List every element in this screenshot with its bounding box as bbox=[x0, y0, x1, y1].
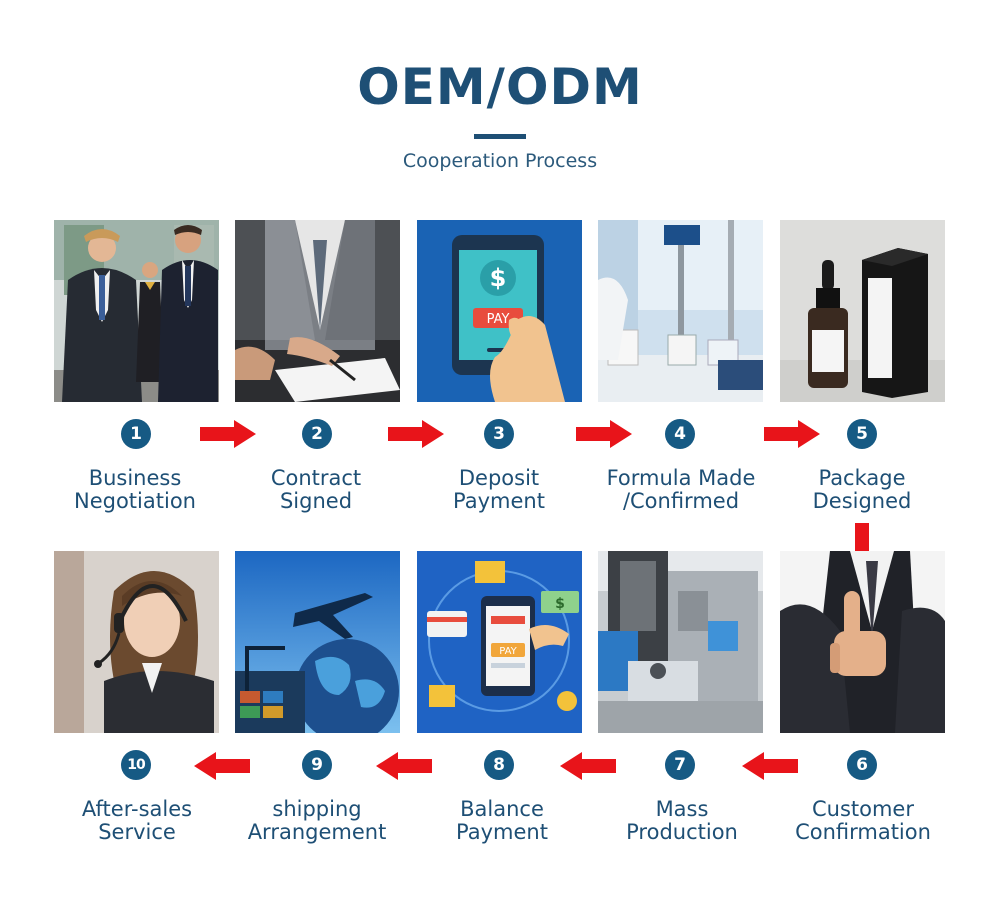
step-label-line1: Formula Made bbox=[606, 466, 756, 490]
deposit-payment-illustration: $ PAY bbox=[417, 220, 582, 402]
step-number-badge: 1 bbox=[121, 419, 151, 449]
step-label-line2: Payment bbox=[456, 820, 548, 844]
pay-button-graphic: PAY bbox=[487, 312, 510, 327]
step-number-badge: 3 bbox=[484, 419, 514, 449]
step-label-line2: Signed bbox=[279, 489, 353, 513]
dollar-icon: $ bbox=[490, 264, 507, 292]
step-number-badge: 9 bbox=[302, 750, 332, 780]
step-label: Customer Confirmation bbox=[768, 798, 958, 844]
step-number-badge: 5 bbox=[847, 419, 877, 449]
arrow-left-icon bbox=[376, 752, 432, 780]
step-number-badge: 10 bbox=[121, 750, 151, 780]
page-title: OEM/ODM bbox=[357, 58, 643, 116]
step-label-line2: Production bbox=[626, 820, 738, 844]
step-label-line1: shipping bbox=[272, 797, 362, 821]
step-number-badge: 7 bbox=[665, 750, 695, 780]
step-label-line1: Deposit bbox=[458, 466, 540, 490]
dollar-icon: $ bbox=[555, 596, 565, 612]
step-label-line2: Designed bbox=[812, 489, 912, 513]
step-label-line2: Confirmation bbox=[795, 820, 931, 844]
arrow-left-icon bbox=[742, 752, 798, 780]
step-number-badge: 6 bbox=[847, 750, 877, 780]
contract-signed-photo bbox=[235, 220, 400, 402]
arrow-right-icon bbox=[200, 420, 256, 448]
step-label: Package Designed bbox=[767, 467, 957, 513]
step-label-line2: Arrangement bbox=[247, 820, 387, 844]
business-negotiation-photo bbox=[54, 220, 219, 402]
step-number-badge: 4 bbox=[665, 419, 695, 449]
mass-production-photo bbox=[598, 551, 763, 733]
step-label-line1: Customer bbox=[811, 797, 914, 821]
arrow-right-icon bbox=[388, 420, 444, 448]
page-subtitle: Cooperation Process bbox=[402, 150, 598, 172]
step-label-line1: Contract bbox=[270, 466, 362, 490]
arrow-left-icon bbox=[560, 752, 616, 780]
step-label: Contract Signed bbox=[221, 467, 411, 513]
step-label-line2: Payment bbox=[453, 489, 545, 513]
title-underline bbox=[474, 134, 526, 139]
package-design-photo bbox=[780, 220, 945, 402]
balance-payment-illustration: $ PAY bbox=[417, 551, 582, 733]
formula-lab-photo bbox=[598, 220, 763, 402]
step-label: shipping Arrangement bbox=[222, 798, 412, 844]
after-sales-service-photo bbox=[54, 551, 219, 733]
step-label: Formula Made /Confirmed bbox=[586, 467, 776, 513]
customer-confirmation-photo bbox=[780, 551, 945, 733]
step-label: After-sales Service bbox=[42, 798, 232, 844]
step-label: Business Negotiation bbox=[40, 467, 230, 513]
step-label-line1: Mass bbox=[655, 797, 709, 821]
step-label-line2: Service bbox=[98, 820, 176, 844]
step-label-line1: After-sales bbox=[81, 797, 193, 821]
arrow-left-icon bbox=[194, 752, 250, 780]
arrow-right-icon bbox=[764, 420, 820, 448]
step-number-badge: 8 bbox=[484, 750, 514, 780]
step-label: Balance Payment bbox=[407, 798, 597, 844]
step-label: Deposit Payment bbox=[404, 467, 594, 513]
arrow-right-icon bbox=[576, 420, 632, 448]
shipping-photo bbox=[235, 551, 400, 733]
step-label-line2: /Confirmed bbox=[622, 489, 740, 513]
step-label-line1: Balance bbox=[460, 797, 544, 821]
step-label-line2: Negotiation bbox=[74, 489, 196, 513]
step-number-badge: 2 bbox=[302, 419, 332, 449]
step-label-line1: Package bbox=[818, 466, 906, 490]
step-label-line1: Business bbox=[88, 466, 182, 490]
pay-button-graphic: PAY bbox=[499, 646, 517, 657]
step-label: Mass Production bbox=[587, 798, 777, 844]
